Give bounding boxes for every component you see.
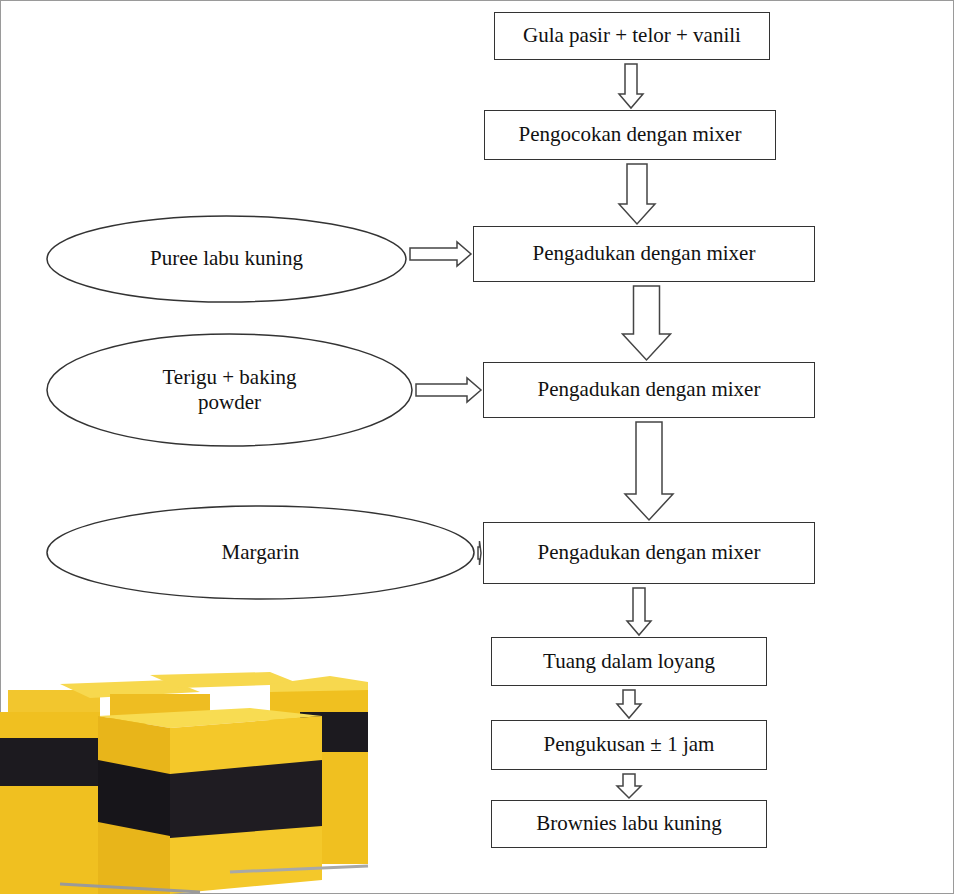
hollow-arrow [617,774,641,798]
process-box: Pengadukan dengan mixer [483,522,815,584]
node-text: Pengukusan ± 1 jam [544,732,715,757]
process-box: Brownies labu kuning [491,800,767,848]
process-box: Pengadukan dengan mixer [483,362,815,418]
cake-photo [0,672,368,894]
process-box: Tuang dalam loyang [491,637,767,686]
input-ellipse: Margarin [46,505,475,600]
node-text: Pengadukan dengan mixer [538,540,761,565]
hollow-arrow [617,690,641,718]
ellipse-outline [47,506,474,599]
hollow-arrow [619,164,655,224]
node-text: Gula pasir + telor + vanili [523,23,741,48]
ellipse-outline [47,334,412,446]
node-text: Margarin [222,540,300,565]
cake-dark-layer [98,760,170,836]
hollow-arrow [627,588,651,635]
process-box: Pengocokan dengan mixer [484,110,776,160]
node-text: Terigu + baking powder [145,365,315,415]
node-text: Tuang dalam loyang [543,649,715,674]
hollow-arrow [623,286,671,360]
cake-dark-layer [170,760,322,838]
process-box: Pengadukan dengan mixer [473,226,815,282]
ellipse-outline [47,216,406,302]
node-text: Pengocokan dengan mixer [519,122,742,147]
hollow-arrow [478,541,481,565]
input-ellipse: Terigu + baking powder [46,333,413,447]
hollow-arrow [410,242,471,266]
node-text: Pengadukan dengan mixer [538,377,761,402]
cake-dark-layer [0,738,100,786]
input-ellipse: Puree labu kuning [46,215,407,303]
skewer [230,866,368,872]
hollow-arrow [619,64,643,108]
process-box: Gula pasir + telor + vanili [494,12,770,60]
hollow-arrow [625,422,673,520]
cake-front [170,716,322,894]
cake-side [98,716,170,894]
node-text: Brownies labu kuning [536,811,721,836]
hollow-arrow [416,378,481,402]
cake-top [270,676,368,692]
node-text: Pengadukan dengan mixer [533,241,756,266]
process-box: Pengukusan ± 1 jam [491,720,767,770]
skewer [60,884,200,892]
cake-layer [0,712,100,894]
node-text: Puree labu kuning [150,246,303,271]
